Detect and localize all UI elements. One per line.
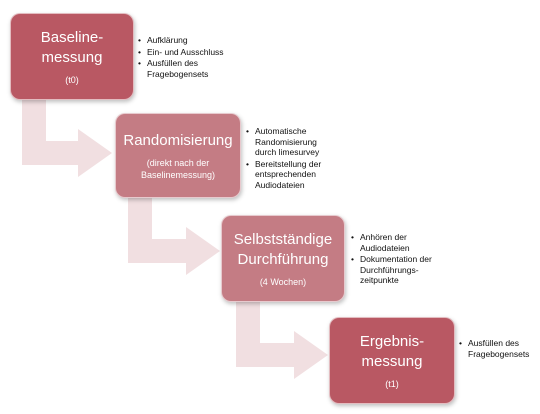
arrow-1-to-2 — [22, 100, 112, 177]
step-bullets-randomisierung: Automatische Randomisierung durch limesu… — [246, 126, 336, 191]
arrow-3-to-4 — [236, 302, 328, 379]
step-title: Selbstständige Durchführung — [233, 230, 333, 268]
bullet-item: Aufklärung — [138, 35, 238, 46]
step-box-randomisierung: Randomisierung (direkt nach der Baseline… — [115, 113, 241, 198]
bullet-item: Bereitstellung der entsprechenden Audiod… — [246, 159, 336, 191]
bullet-item: Ein- und Ausschluss — [138, 47, 238, 58]
step-subtitle: (direkt nach der Baselinemessung) — [140, 157, 216, 180]
step-title: Randomisierung — [123, 131, 233, 149]
bullet-item: Dokumentation der Durchführungs-zeitpunk… — [351, 254, 441, 286]
step-subtitle: (t1) — [385, 378, 399, 389]
step-box-ergebnis: Ergebnis- messung (t1) — [329, 317, 455, 404]
step-bullets-baseline: Aufklärung Ein- und Ausschluss Ausfüllen… — [138, 35, 238, 80]
step-title: Ergebnis- messung — [359, 332, 425, 370]
step-bullets-durchfuehrung: Anhören der Audiodateien Dokumentation d… — [351, 232, 441, 287]
bullet-item: Ausfüllen des Fragebogensets — [459, 338, 535, 359]
step-subtitle: (4 Wochen) — [259, 276, 307, 287]
arrow-2-to-3 — [128, 198, 220, 275]
step-title: Baseline- messung — [40, 28, 104, 66]
step-subtitle: (t0) — [65, 74, 79, 85]
bullet-item: Anhören der Audiodateien — [351, 232, 441, 253]
step-bullets-ergebnis: Ausfüllen des Fragebogensets — [459, 338, 535, 360]
bullet-item: Ausfüllen des Fragebogensets — [138, 58, 238, 79]
bullet-item: Automatische Randomisierung durch limesu… — [246, 126, 336, 158]
step-box-baseline: Baseline- messung (t0) — [10, 13, 134, 100]
step-box-durchfuehrung: Selbstständige Durchführung (4 Wochen) — [221, 215, 345, 302]
